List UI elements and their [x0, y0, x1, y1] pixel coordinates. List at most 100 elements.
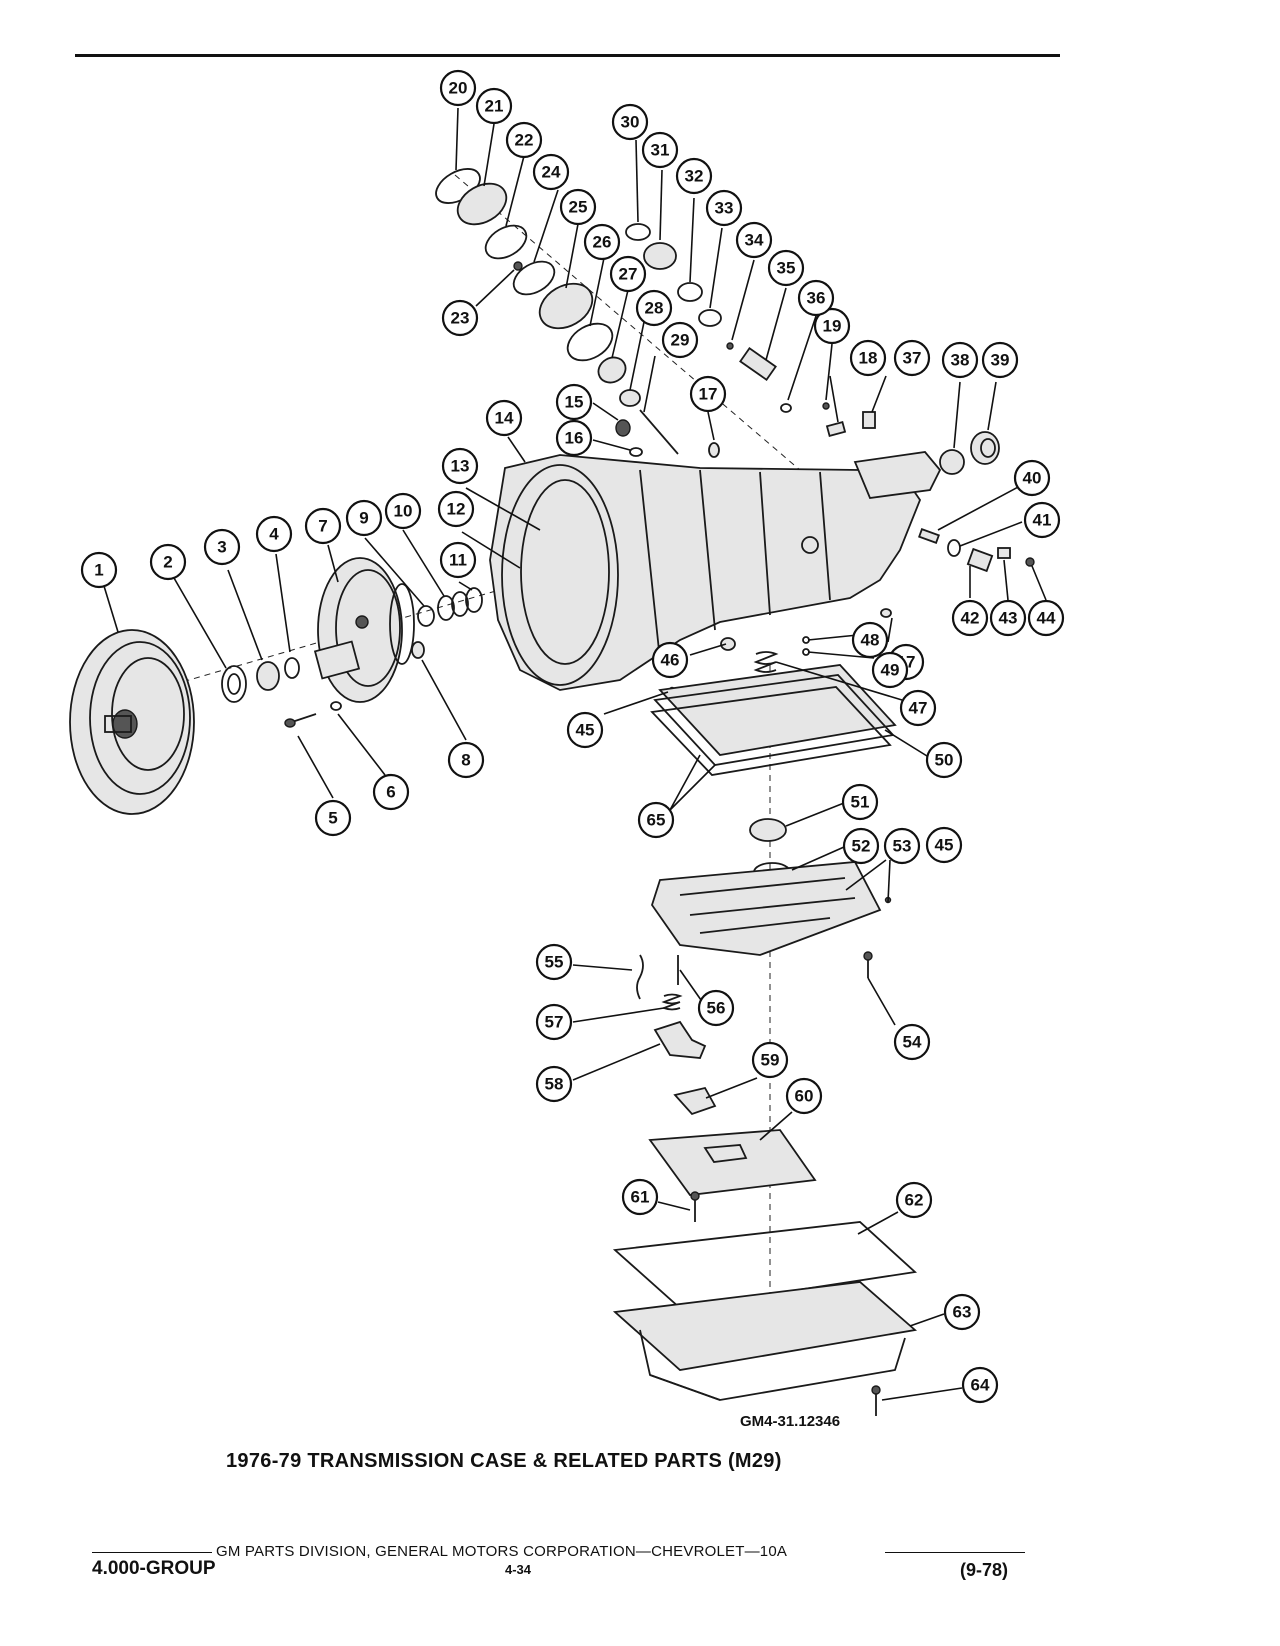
callout-8: 8: [447, 741, 485, 779]
svg-text:50: 50: [935, 751, 954, 770]
svg-text:18: 18: [859, 349, 878, 368]
svg-text:27: 27: [619, 265, 638, 284]
pan-bolt: [871, 1385, 881, 1416]
svg-text:11: 11: [449, 551, 467, 570]
callout-2: 2: [149, 543, 187, 581]
svg-text:49: 49: [881, 661, 900, 680]
callout-35: 35: [767, 249, 805, 287]
svg-text:40: 40: [1023, 469, 1042, 488]
callout-23: 23: [441, 299, 479, 337]
callout-64: 64: [961, 1366, 999, 1404]
callout-59: 59: [751, 1041, 789, 1079]
oil-filter: [648, 1129, 817, 1196]
svg-text:26: 26: [593, 233, 612, 252]
callout-25: 25: [559, 188, 597, 226]
servo-stack: [435, 168, 679, 455]
top-rule: [75, 54, 1060, 57]
svg-text:59: 59: [761, 1051, 780, 1070]
extension-bushings: [939, 431, 1000, 475]
valve-body-bolt: [863, 951, 873, 978]
callout-47: 47: [899, 689, 937, 727]
callout-34: 34: [735, 221, 773, 259]
governor-parts: [918, 528, 1035, 573]
callout-21: 21: [475, 87, 513, 125]
callout-51: 51: [841, 783, 879, 821]
callout-55: 55: [535, 943, 573, 981]
callout-6: 6: [372, 773, 410, 811]
callout-14: 14: [485, 399, 523, 437]
svg-text:46: 46: [661, 651, 680, 670]
svg-text:31: 31: [651, 141, 670, 160]
callout-26: 26: [583, 223, 621, 261]
svg-text:56: 56: [707, 999, 726, 1018]
oil-pump-assembly: [313, 557, 415, 703]
svg-text:9: 9: [359, 509, 368, 528]
callout-53: 53: [883, 827, 921, 865]
callout-29: 29: [661, 321, 699, 359]
svg-text:23: 23: [451, 309, 470, 328]
callout-52: 52: [842, 827, 880, 865]
svg-text:62: 62: [905, 1191, 924, 1210]
svg-text:32: 32: [685, 167, 704, 186]
svg-text:39: 39: [991, 351, 1010, 370]
callout-32: 32: [675, 157, 713, 195]
svg-text:36: 36: [807, 289, 826, 308]
callout-54: 54: [893, 1023, 931, 1061]
pump-bolt: [284, 701, 342, 728]
footer-group: 4.000-GROUP: [92, 1558, 216, 1579]
callout-24: 24: [532, 153, 570, 191]
svg-text:58: 58: [545, 1075, 564, 1094]
callout-13: 13: [441, 447, 479, 485]
callout-49: 49: [871, 651, 909, 689]
callout-50: 50: [925, 741, 963, 779]
svg-text:55: 55: [545, 953, 564, 972]
callout-44: 44: [1027, 599, 1065, 637]
servo-centerline: [454, 174, 801, 471]
callout-43: 43: [989, 599, 1027, 637]
callout-5: 5: [314, 799, 352, 837]
svg-text:15: 15: [565, 393, 584, 412]
svg-text:45: 45: [935, 836, 954, 855]
svg-text:29: 29: [671, 331, 690, 350]
svg-text:60: 60: [795, 1087, 814, 1106]
svg-text:20: 20: [449, 79, 468, 98]
pump-rings: [417, 587, 483, 627]
svg-text:64: 64: [971, 1376, 990, 1395]
callout-3: 3: [203, 528, 241, 566]
svg-text:51: 51: [851, 793, 870, 812]
svg-text:48: 48: [861, 631, 880, 650]
callout-45-right: 45: [925, 826, 963, 864]
callout-41: 41: [1023, 501, 1061, 539]
callout-31: 31: [641, 131, 679, 169]
svg-text:42: 42: [961, 609, 980, 628]
callout-16: 16: [555, 419, 593, 457]
svg-text:25: 25: [569, 198, 588, 217]
filter-gasket: [673, 1086, 717, 1116]
svg-text:61: 61: [631, 1188, 650, 1207]
svg-text:17: 17: [699, 385, 718, 404]
detent-parts: [636, 954, 707, 1059]
callout-30: 30: [611, 103, 649, 141]
svg-text:54: 54: [903, 1033, 922, 1052]
callout-36: 36: [797, 279, 835, 317]
callout-18: 18: [849, 339, 887, 377]
svg-text:21: 21: [485, 97, 504, 116]
callout-60: 60: [785, 1077, 823, 1115]
callout-7: 7: [304, 507, 342, 545]
pump-seal: [411, 641, 425, 659]
svg-text:4: 4: [269, 525, 279, 544]
callout-28: 28: [635, 289, 673, 327]
callout-12: 12: [437, 490, 475, 528]
svg-text:33: 33: [715, 199, 734, 218]
accumulator-stack: [625, 223, 792, 413]
svg-text:22: 22: [515, 131, 534, 150]
svg-text:37: 37: [903, 349, 922, 368]
callout-10: 10: [384, 492, 422, 530]
svg-text:35: 35: [777, 259, 796, 278]
callout-56: 56: [697, 989, 735, 1027]
callout-1: 1: [80, 551, 118, 589]
svg-text:16: 16: [565, 429, 584, 448]
callout-17-top: 17: [689, 375, 727, 413]
